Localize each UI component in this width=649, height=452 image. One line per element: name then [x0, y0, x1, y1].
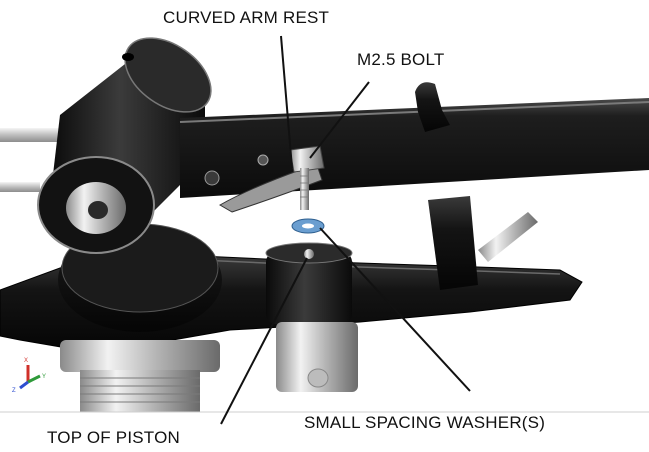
spacing-washer-part	[291, 218, 325, 234]
leader-spacing-washer	[319, 227, 471, 392]
piston	[265, 242, 358, 392]
small-spacing-washer-label: SMALL SPACING WASHER(S)	[304, 413, 546, 432]
counterweight	[37, 37, 212, 254]
triad-z-label: Z	[12, 388, 16, 394]
threaded-mount	[60, 340, 220, 412]
m25-bolt-label: M2.5 BOLT	[357, 50, 445, 69]
leader-lines	[220, 35, 471, 425]
leader-top-of-piston	[220, 257, 308, 425]
curved-arm-rest-label: CURVED ARM REST	[163, 8, 330, 27]
axis-triad: X Y Z	[12, 358, 46, 394]
m25-bolt-part	[300, 168, 309, 210]
leader-curved-arm-rest	[280, 35, 293, 169]
arm-tube	[179, 98, 649, 198]
rear-chrome-rod	[0, 128, 70, 192]
leader-m25-bolt	[309, 81, 370, 159]
lift-post	[415, 82, 478, 290]
top-of-piston-label: TOP OF PISTON	[47, 428, 180, 447]
triad-x-label: X	[24, 358, 28, 364]
triad-y-label: Y	[42, 374, 46, 380]
arm-lift-pin	[478, 212, 538, 262]
